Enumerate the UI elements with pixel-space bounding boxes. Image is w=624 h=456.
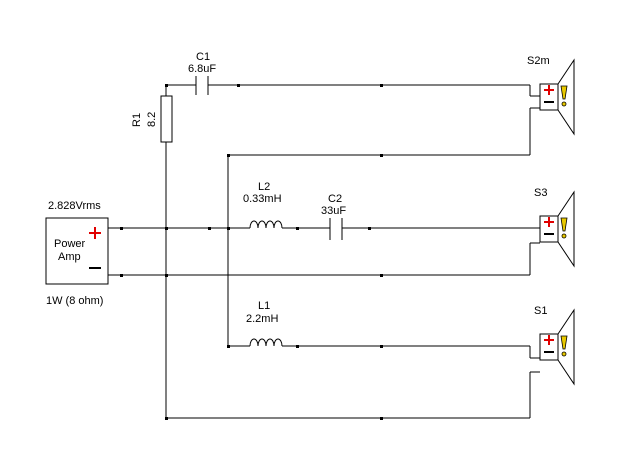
amp-voltage: 2.828Vrms (48, 200, 101, 212)
power-amplifier: 2.828Vrms Power Amp 1W (8 ohm) (45, 200, 116, 307)
junction-dots (120, 84, 383, 420)
speaker-icon (539, 190, 575, 268)
l1-value: 2.2mH (246, 313, 278, 325)
amp-plus-terminal-icon (89, 227, 101, 239)
exclamation-icon (560, 85, 568, 107)
r1-ref: R1 (131, 113, 143, 127)
c1-value: 6.8uF (188, 63, 216, 75)
speaker-plus-icon (544, 335, 554, 345)
speaker-label: S1 (534, 305, 547, 317)
speaker-plus-icon (544, 85, 554, 95)
capacitor-c1: C1 6.8uF (188, 51, 216, 95)
c2-value: 33uF (321, 205, 346, 217)
l1-ref: L1 (258, 300, 270, 312)
c1-ref: C1 (196, 51, 210, 63)
speaker-s3: S3 (534, 187, 575, 268)
speaker-plus-icon (544, 217, 554, 227)
inductor-l2: L2 0.33mH (243, 181, 283, 229)
speaker-s2m: S2m (527, 55, 575, 136)
l2-value: 0.33mH (243, 193, 282, 205)
wires (116, 84, 540, 419)
l2-ref: L2 (258, 181, 270, 193)
amp-power-rating: 1W (8 ohm) (46, 295, 103, 307)
c2-ref: C2 (328, 193, 342, 205)
speaker-icon (539, 308, 575, 386)
amp-name-line1: Power (54, 238, 86, 250)
capacitor-c2: C2 33uF (321, 193, 346, 240)
speaker-label: S3 (534, 187, 547, 199)
exclamation-icon (560, 217, 568, 239)
speaker-label: S2m (527, 55, 550, 67)
exclamation-icon (560, 335, 568, 357)
resistor-r1: R1 8.2 (131, 95, 173, 143)
speaker-s1: S1 (534, 305, 575, 386)
speaker-icon (539, 58, 575, 136)
r1-value: 8.2 (146, 112, 158, 127)
inductor-l1: L1 2.2mH (246, 300, 283, 347)
amp-name-line2: Amp (58, 251, 81, 263)
